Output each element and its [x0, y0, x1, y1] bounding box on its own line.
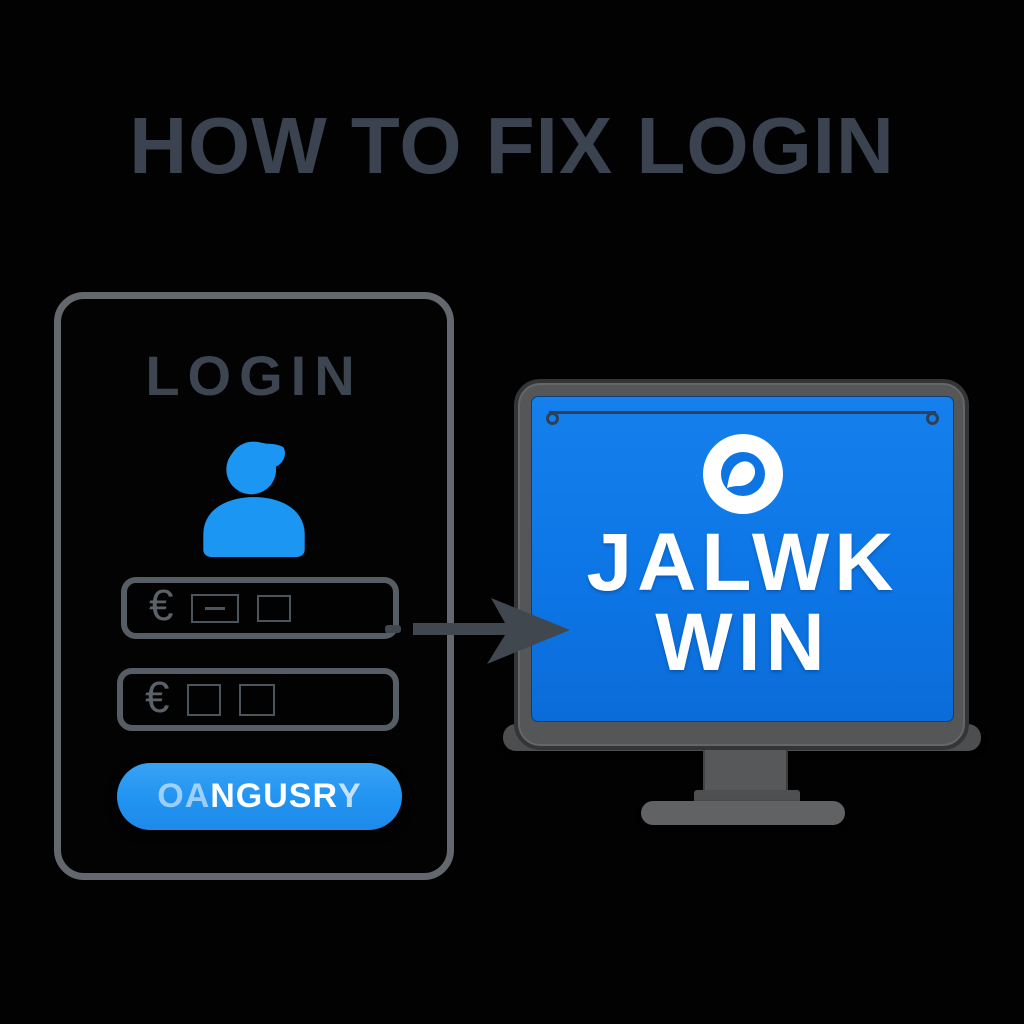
arrow-right-icon — [383, 586, 579, 679]
monitor-screen: JALWK WIN — [531, 396, 954, 722]
placeholder-box — [191, 593, 240, 623]
currency-icon: € — [149, 581, 174, 630]
user-avatar-icon — [192, 439, 316, 562]
placeholder-box — [239, 683, 276, 716]
monitor: JALWK WIN — [514, 379, 969, 750]
screen-top-line — [546, 411, 939, 425]
login-button-label-mid: NGUSR — [210, 777, 339, 815]
monitor-stand-neck — [703, 748, 788, 793]
placeholder-box — [257, 594, 292, 622]
password-field[interactable]: € — [117, 668, 399, 731]
swirl-logo-icon — [702, 433, 784, 515]
dash-glyph — [205, 606, 226, 610]
rivet-icon — [926, 412, 939, 425]
login-button-label-suffix: Y — [338, 777, 362, 815]
login-card-title: LOGIN — [145, 344, 363, 407]
currency-icon: € — [145, 672, 170, 722]
monitor-stand-base — [641, 801, 845, 825]
username-field[interactable]: € — [121, 577, 399, 639]
screen-text-line1: JALWK — [586, 517, 899, 608]
monitor-stand-step — [694, 790, 800, 803]
rivet-icon — [546, 412, 559, 425]
login-button-label-prefix: OA — [157, 777, 211, 815]
page-title: HOW TO FIX LOGIN — [129, 101, 895, 190]
placeholder-box — [187, 683, 222, 716]
screen-text-line2: WIN — [655, 597, 830, 689]
screen-text: JALWK WIN — [532, 517, 953, 689]
